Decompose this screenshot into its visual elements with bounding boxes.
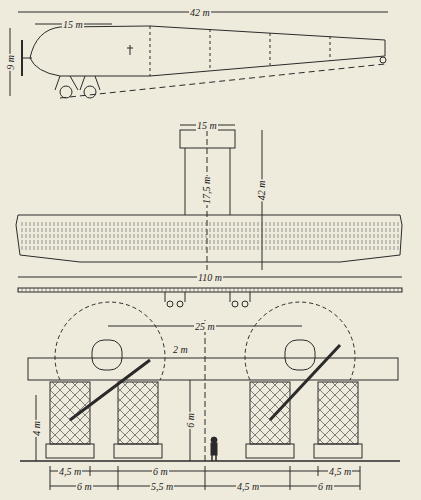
dimension-label: 17,5 m: [201, 176, 212, 205]
dimension-label: 6 m: [185, 412, 196, 429]
dimension-label: 4,5 m: [58, 466, 82, 477]
wheel: [84, 86, 96, 98]
dimension-label: 4,5 m: [328, 466, 352, 477]
engine: [92, 340, 122, 370]
dimension-label: 25 m: [194, 321, 216, 332]
dimension-label: 5,5 m: [150, 481, 174, 492]
truss-leg: [318, 382, 358, 444]
truss-leg: [50, 382, 90, 444]
figure: [211, 437, 217, 461]
truss-leg: [118, 382, 158, 444]
wing-front: [28, 358, 398, 380]
fuselage-side: [30, 26, 385, 76]
wheels: [46, 444, 362, 458]
dimension-label: 15 m: [196, 120, 218, 131]
truss-leg: [250, 382, 290, 444]
dimension-label: 4 m: [31, 420, 42, 437]
dimension-label: 15 m: [62, 19, 84, 30]
tail-wheel: [380, 57, 386, 63]
dimension-label: 9 m: [5, 54, 16, 71]
undercarriage: [165, 292, 250, 302]
wheel: [60, 86, 72, 98]
dimension-label: 42 m: [189, 7, 211, 18]
dimension-label: 110 m: [197, 272, 223, 283]
dimension-label: 6 m: [152, 466, 169, 477]
wing-plan: [16, 215, 402, 262]
wing-front: [18, 288, 402, 292]
dimension-label: 4,5 m: [236, 481, 260, 492]
dimension-label: 2 m: [172, 344, 189, 355]
dimension-label: 42 m: [256, 180, 267, 202]
ground: [20, 460, 400, 462]
figure: [127, 45, 133, 55]
propeller-disk: [55, 302, 165, 380]
engine: [285, 340, 315, 370]
dimension-label: 6 m: [76, 481, 93, 492]
propeller-disk: [245, 302, 355, 380]
dimension-label: 6 m: [317, 481, 334, 492]
